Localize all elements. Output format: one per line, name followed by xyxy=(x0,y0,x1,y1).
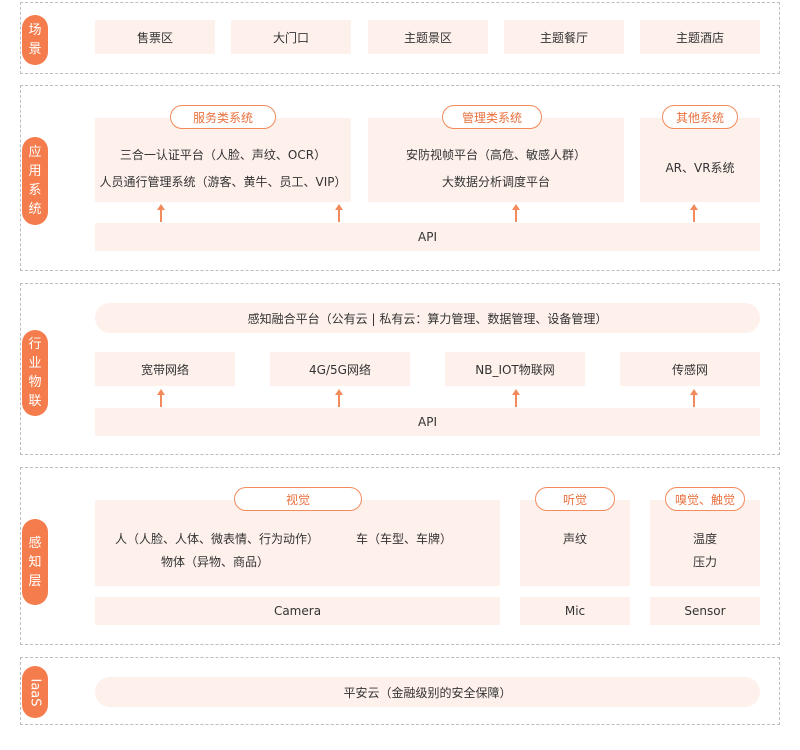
service-system-line-2: 人员通行管理系统（游客、黄牛、员工、VIP） xyxy=(99,175,347,189)
mic-device: Mic xyxy=(520,597,630,625)
other-system-box xyxy=(640,118,760,202)
network-broadband: 宽带网络 xyxy=(95,352,235,386)
arrow-up-icon xyxy=(334,204,344,222)
network-4g5g: 4G/5G网络 xyxy=(270,352,410,386)
iot-label-text: 行业物联 xyxy=(28,337,42,409)
vision-tag: 视觉 xyxy=(234,487,362,511)
application-layer xyxy=(20,85,780,271)
network-nb-iot: NB_IOT物联网 xyxy=(445,352,585,386)
application-api-bar: API xyxy=(95,223,760,251)
vision-object-text: 物体（异物、商品） xyxy=(161,555,270,569)
scene-theme-hotel: 主题酒店 xyxy=(640,20,760,54)
hearing-voiceprint-text: 声纹 xyxy=(562,532,587,546)
sensor-device: Sensor xyxy=(650,597,760,625)
arrow-up-icon xyxy=(334,389,344,407)
arrow-up-icon xyxy=(511,204,521,222)
iot-layer-label: 行业物联 xyxy=(22,330,48,416)
sensing-fusion-platform: 感知融合平台（公有云 | 私有云：算力管理、数据管理、设备管理） xyxy=(95,303,760,333)
vision-person-text: 人（人脸、人体、微表情、行为动作） xyxy=(115,532,320,546)
network-sensor: 传感网 xyxy=(620,352,760,386)
smell-touch-temperature-text: 温度 xyxy=(692,532,717,546)
vision-vehicle-text: 车（车型、车牌） xyxy=(356,532,453,546)
scene-layer-label: 场景 xyxy=(22,15,48,65)
management-system-line-1: 安防视帧平台（高危、敏感人群） xyxy=(405,148,586,162)
iot-layer xyxy=(20,283,780,455)
arrow-up-icon xyxy=(156,389,166,407)
arrow-up-icon xyxy=(511,389,521,407)
iot-api-bar: API xyxy=(95,408,760,436)
arrow-up-icon xyxy=(689,204,699,222)
application-label-text: 应用系统 xyxy=(28,145,42,217)
iaas-label-text: IaaS xyxy=(27,677,43,707)
service-system-box xyxy=(95,118,351,202)
other-system-line-1: AR、VR系统 xyxy=(665,161,735,175)
iaas-layer-label: IaaS xyxy=(22,666,48,718)
iaas-layer xyxy=(20,657,780,725)
ping-an-cloud-platform: 平安云（金融级别的安全保障） xyxy=(95,677,760,707)
management-system-box xyxy=(368,118,624,202)
management-system-line-2: 大数据分析调度平台 xyxy=(441,175,550,189)
smell-touch-box xyxy=(650,500,760,586)
hearing-tag: 听觉 xyxy=(535,487,615,511)
scene-label-text: 场景 xyxy=(28,23,42,57)
perception-label-text: 感知层 xyxy=(28,535,42,589)
perception-layer-label: 感知层 xyxy=(22,519,48,605)
management-system-tag: 管理类系统 xyxy=(442,105,542,129)
other-system-tag: 其他系统 xyxy=(662,105,738,129)
smell-touch-tag: 嗅觉、触觉 xyxy=(665,487,745,511)
perception-layer xyxy=(20,467,780,645)
scene-ticket-area: 售票区 xyxy=(95,20,215,54)
camera-device: Camera xyxy=(95,597,500,625)
service-system-tag: 服务类系统 xyxy=(170,105,276,129)
arrow-up-icon xyxy=(156,204,166,222)
hearing-box xyxy=(520,500,630,586)
scene-main-gate: 大门口 xyxy=(231,20,351,54)
arrow-up-icon xyxy=(689,389,699,407)
scene-layer xyxy=(20,2,780,74)
smell-touch-pressure-text: 压力 xyxy=(692,555,717,569)
service-system-line-1: 三合一认证平台（人脸、声纹、OCR） xyxy=(119,148,327,162)
application-layer-label: 应用系统 xyxy=(22,137,48,225)
scene-theme-area: 主题景区 xyxy=(368,20,488,54)
vision-box xyxy=(95,500,500,586)
scene-theme-restaurant: 主题餐厅 xyxy=(504,20,624,54)
